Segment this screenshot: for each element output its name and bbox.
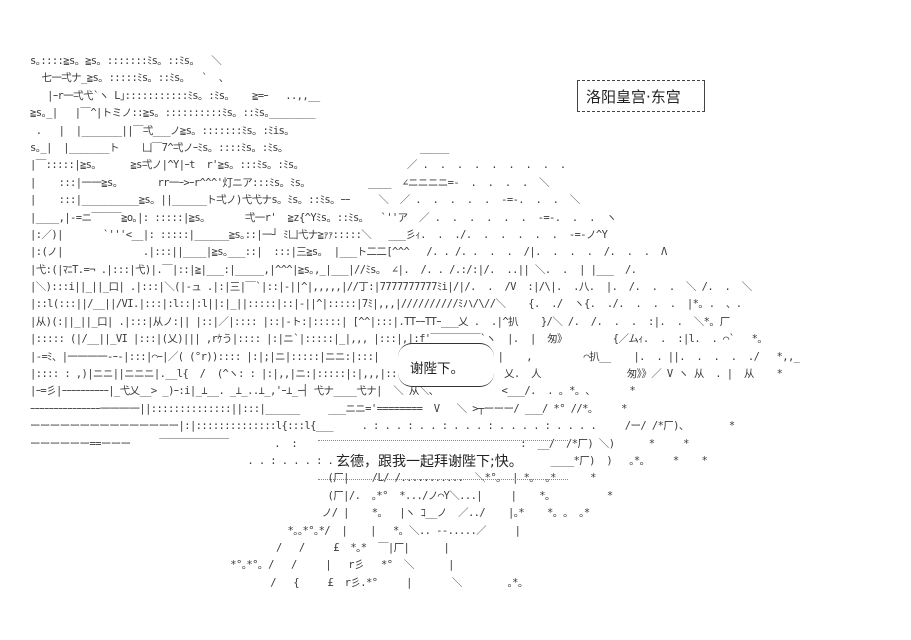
art-line: |::l(:::||/__||/VI.|:::|:l::|:l||:|_||::…	[30, 298, 742, 311]
art-line: (厂| /L/ /........... ＼*°｡ | *｡ ｡* *	[30, 472, 597, 485]
art-line: |ｰr一弌弋`ヽ L｣:::::::::::ﾐs｡ :ﾐs｡ ≧=ｰ ..,,_…	[30, 89, 320, 102]
dialogue-border-top	[318, 440, 568, 441]
art-line: (厂|/. ｡*° *.../ノ⌒Y＼...| | *｡ *	[30, 489, 614, 502]
art-line: | :::|一一≧s｡ rr一ｰ>ｰr^^^'灯ニア:::ﾐs｡ ﾐs｡ ___…	[30, 176, 550, 189]
art-line: |::::: (|/__||_VI |:::|(乂)||| ,rｹう|:::: …	[30, 333, 763, 346]
ascii-art-scene: s｡::::≧s｡ ≧s｡ :::::::ﾐs｡ ::ﾐs｡ ＼ 七一弌ナ_≧s…	[30, 53, 800, 592]
art-line: *｡｡*°｡*/ | | *｡ ＼.. ‐‐.....／ |	[30, 524, 521, 537]
art-line: / / £ *｡* ￣|厂| |	[30, 541, 450, 554]
art-line: s｡::::≧s｡ ≧s｡ :::::::ﾐs｡ ::ﾐs｡ ＼	[30, 55, 222, 67]
art-line: |弋:(|ﾏﾆT.=¬ .|:::|弋)|.￣|::|≧|___:|_____,…	[30, 263, 637, 276]
location-label: 洛阳皇宫·东宫	[586, 86, 681, 107]
art-line: |＼):::i||_||_口| .|:::|＼(|-ュ .|:|三|￣`|::|…	[30, 281, 752, 294]
art-line: / { £ r彡.*° | ＼ ｡*｡	[30, 576, 523, 589]
art-line: 七一弌ナ_≧s｡ :::::ﾐs｡ ::ﾐs｡ ` 、	[30, 72, 229, 85]
speech-bubble-text: 谢陛下。	[410, 361, 464, 377]
art-line: |:／)| `'''<__|: :::::|______≧s｡::|一┘ ﾐ凵弋…	[30, 228, 608, 241]
art-line: |:::: : ,)|ニニ||ニニニ|.__l{ / (^ヽ: : |:|,,|…	[30, 368, 783, 381]
art-line: | :::|__________≧s｡ ||______ト弌ノ)弋弋ナs｡ ﾐs…	[30, 194, 580, 207]
art-line: . | |_______||￣弌___ノ≧s｡ :::::::ﾐs｡ :ﾐis｡	[30, 124, 290, 137]
dialogue-border-bottom	[318, 479, 568, 480]
art-line: |:(ノ| .|:::||____|≧s｡___::| :::|三≧s｡ |__…	[30, 246, 667, 259]
art-line: |从)(:||_||_口| .|:::|从ノ:|| |::|／|:::: |::…	[30, 315, 730, 328]
art-line: |____,|-=ニ￣￣￣≧o｡|: :::::|≧s｡ 弌一r' ≧z{^Yﾐ…	[30, 211, 617, 224]
art-line: s｡_| |_______ト 凵￣7^弌ノｰﾐs｡ ::::ﾐs｡ :ﾐs｡ _…	[30, 141, 449, 154]
location-caption-box: 洛阳皇宫·东宫	[577, 80, 705, 112]
art-line: ｰｰｰｰｰｰｰｰｰｰｰｰｰｰｰ一一一一||::::::::::::::||:::…	[30, 402, 627, 415]
art-line: ーーーーーーーーーーーーーーー|:|::::::::::::::l{:::l{_…	[30, 420, 735, 433]
dialogue-text: 玄德，跟我一起拜谢陛下;快。	[336, 451, 523, 471]
art-line: *°｡*°｡ / / | r彡 *° ＼ |	[30, 559, 454, 572]
art-line: |ｰ=彡|ｰｰｰｰｰｰｰｰｰｰ|_弋乂__> _)ｰ:i|_⊥__. _⊥_..…	[30, 385, 636, 398]
art-line: ≧s｡_| |￣^|トミノ::≧s｡ ::::::::::ﾐs｡ ::ﾐs｡__…	[30, 107, 316, 120]
speech-bubble: 谢陛下。	[398, 343, 494, 387]
dialogue-box: 玄德，跟我一起拜谢陛下;快。	[318, 438, 568, 482]
art-line: |￣:::::|≧s｡ ≧s弌ノ|^Y|ｰt r'≧s｡ :::ﾐs｡ :ﾐs｡…	[30, 159, 566, 172]
art-line: ノ/ | *｡ |ヽ ｺ__ノ ／../ |｡* *｡ ｡ ｡*	[30, 507, 590, 520]
